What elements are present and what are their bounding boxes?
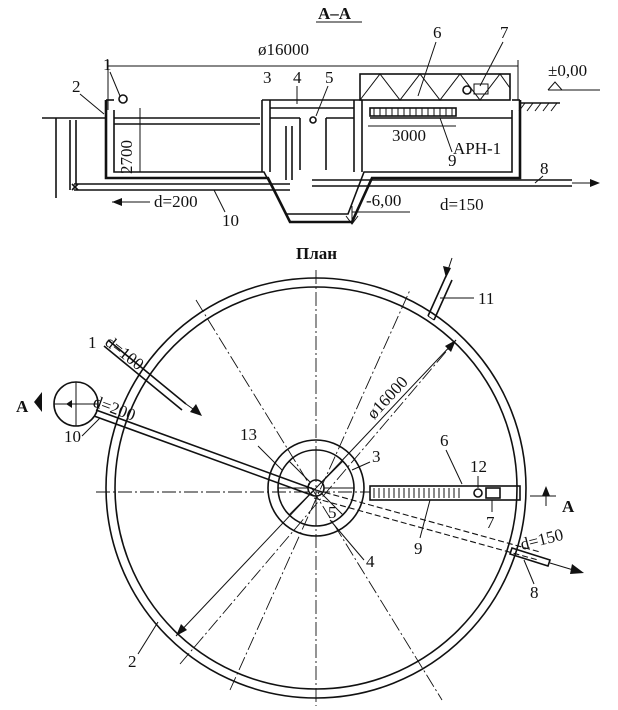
valve-5 (309, 116, 317, 124)
plan-label-3: 3 (372, 447, 381, 466)
plan-view: План ø16000 11 (16, 244, 584, 706)
section-title: А–А (318, 4, 352, 23)
level-bottom: -6,00 (366, 191, 401, 210)
plan-section-mark-left: А (16, 397, 29, 416)
ground-hatch (518, 102, 558, 112)
section-label-6: 6 (433, 23, 442, 42)
section-label-7: 7 (500, 23, 509, 42)
section-diameter: ø16000 (258, 40, 309, 59)
section-label-9: 9 (448, 151, 457, 170)
plan-label-6: 6 (440, 431, 449, 450)
section-label-3: 3 (263, 68, 272, 87)
pipe-1 (103, 339, 187, 411)
section-view: А–А ø16000 ±0,00 (42, 4, 600, 230)
section-label-4: 4 (293, 68, 302, 87)
plan-diameter-line (315, 339, 457, 489)
inlet-pipe-11 (427, 275, 453, 321)
drive-wheel (462, 85, 472, 95)
plan-label-5: 5 (328, 503, 337, 522)
section-pipe-out: d=150 (440, 195, 484, 214)
tank-outline (104, 100, 522, 224)
sludge-pipe-plan (95, 409, 317, 491)
level-top: ±0,00 (548, 61, 587, 80)
tank-inner-wall (113, 110, 513, 215)
plan-label-9: 9 (414, 539, 423, 558)
drive-wheel-plan (473, 488, 483, 498)
bridge-plan (369, 485, 521, 501)
section-label-10: 10 (222, 211, 239, 230)
length-dimension: 3000 (392, 126, 426, 145)
plan-pipe-inlet: d=100 (102, 332, 148, 374)
section-label-1: 1 (103, 55, 112, 74)
plan-label-1: 1 (88, 333, 97, 352)
plan-label-4: 4 (366, 552, 375, 571)
section-label-2: 2 (72, 77, 81, 96)
section-label-8: 8 (540, 159, 549, 178)
sludge-suction-device (369, 107, 457, 117)
plan-title: План (296, 244, 337, 263)
bridge-truss (359, 73, 511, 101)
plan-label-11: 11 (478, 289, 494, 308)
device-label: АРН-1 (453, 139, 501, 158)
plan-label-7: 7 (486, 513, 495, 532)
plan-label-13: 13 (240, 425, 257, 444)
outlet-pipe-plan (315, 489, 541, 553)
depth-value: 2700 (117, 140, 136, 174)
section-pipe-in: d=200 (154, 192, 198, 211)
section-label-5: 5 (325, 68, 334, 87)
plan-label-8: 8 (530, 583, 539, 602)
plan-section-mark-right: А (562, 497, 575, 516)
plan-label-2: 2 (128, 652, 137, 671)
scraper-plan (373, 488, 460, 498)
plan-pipe-out: d=150 (518, 525, 565, 554)
plan-diameter: ø16000 (363, 372, 412, 422)
plan-label-12: 12 (470, 457, 487, 476)
plan-label-10: 10 (64, 427, 81, 446)
